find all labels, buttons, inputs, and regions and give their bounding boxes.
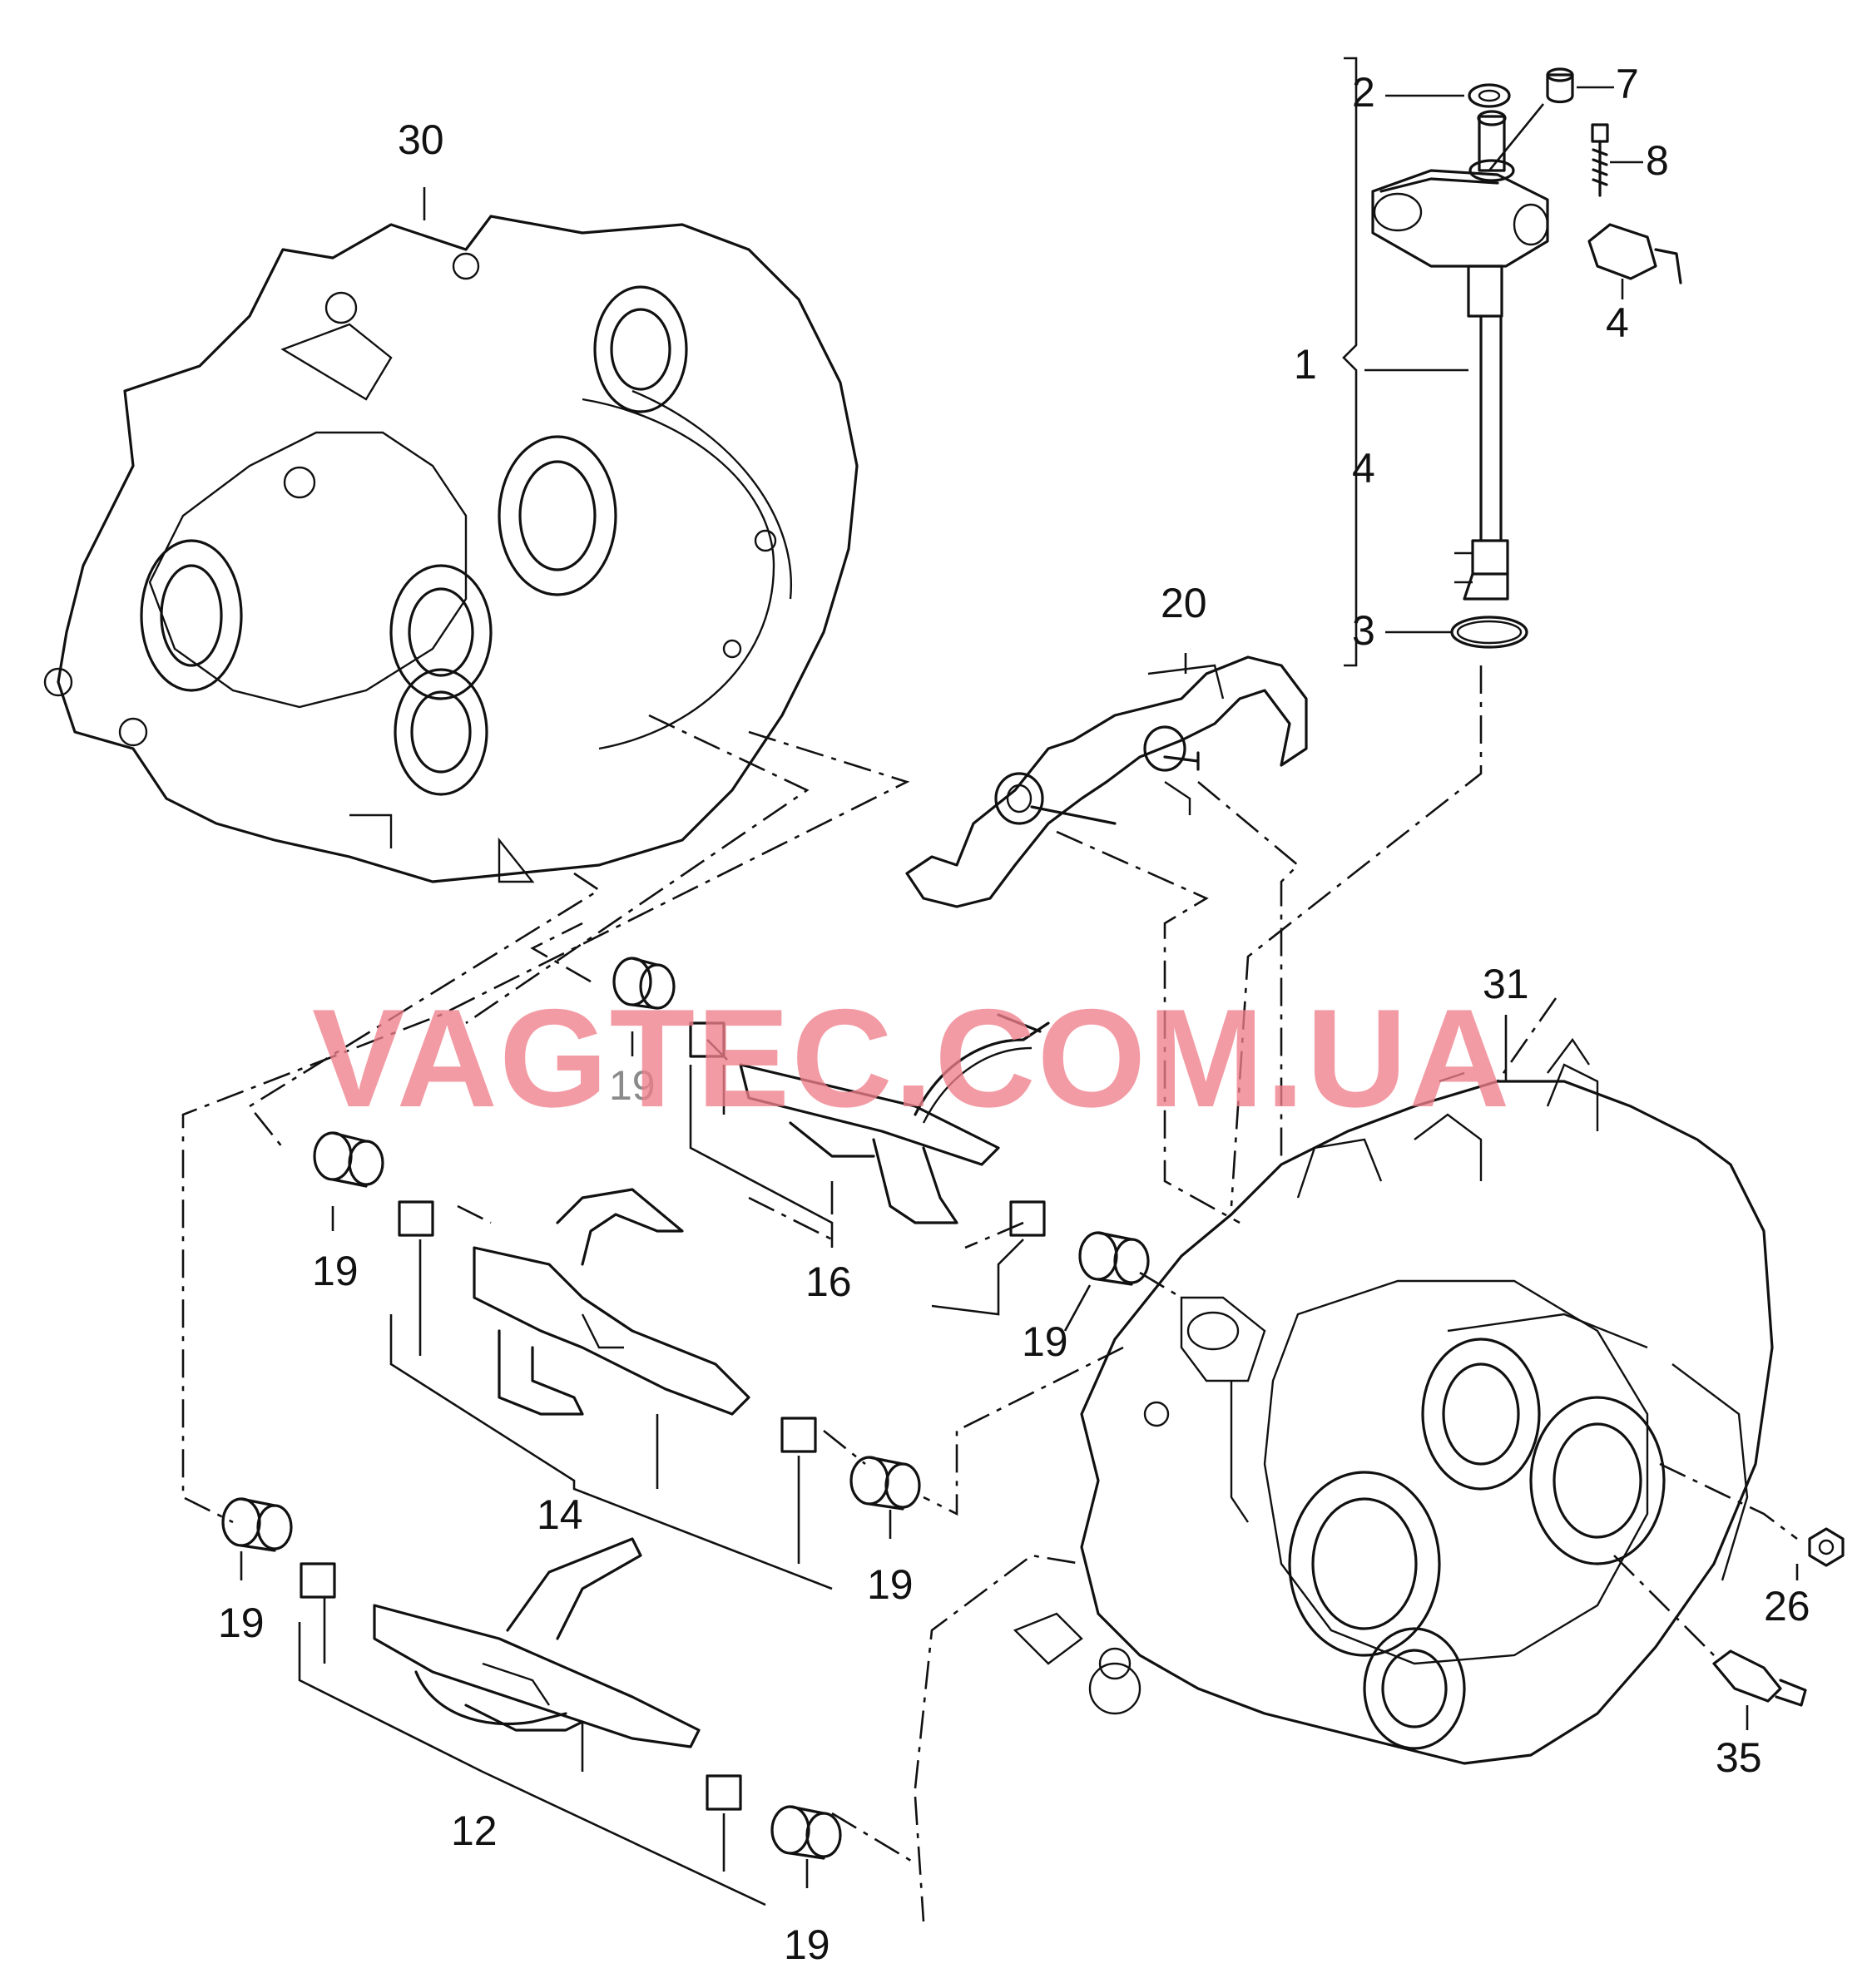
- callout-8: 8: [1646, 137, 1669, 184]
- shift-lever-20: [905, 655, 1308, 908]
- callout-19f: 19: [784, 1921, 830, 1968]
- callout-30: 30: [398, 116, 444, 163]
- clip: [780, 1417, 817, 1453]
- callout-19e: 19: [218, 1600, 265, 1646]
- callout-1: 1: [1294, 341, 1317, 388]
- gearbox-housing-31: [1013, 1037, 1774, 1765]
- bolt-8: [1591, 123, 1609, 197]
- shift-rod-14: [473, 1188, 750, 1416]
- callout-26: 26: [1764, 1583, 1810, 1629]
- bush-19: [313, 1131, 384, 1188]
- callout-labels: 30 2 7 8 4 1 4 3 20 31 19 19 16 19 14 19…: [218, 61, 1810, 1968]
- cap-7: [1546, 67, 1574, 104]
- callout-16: 16: [805, 1259, 852, 1305]
- shift-rod-12: [373, 1537, 701, 1748]
- gearbox-housing-30: [43, 215, 859, 883]
- callout-19c: 19: [1022, 1318, 1068, 1365]
- bush-19: [770, 1805, 842, 1860]
- leader-lines: [240, 57, 1799, 1906]
- callout-12: 12: [451, 1807, 498, 1854]
- bush-19: [612, 957, 676, 1010]
- bush-19: [849, 1456, 921, 1511]
- callout-20: 20: [1161, 580, 1207, 626]
- clip: [300, 1562, 336, 1599]
- callout-19d: 19: [867, 1561, 914, 1608]
- bush-19: [1078, 1231, 1150, 1286]
- seal-ring-2: [1468, 83, 1511, 108]
- clip: [398, 1200, 434, 1237]
- nut-26: [1808, 1527, 1845, 1567]
- o-ring-3: [1450, 616, 1528, 649]
- selector-shaft-1: [1371, 110, 1549, 601]
- shift-rod-16: [739, 1013, 1050, 1224]
- callout-3: 3: [1352, 607, 1375, 654]
- switch-4: [1587, 223, 1682, 284]
- bush-19: [221, 1497, 293, 1552]
- watermark-text: VAGTEC.COM.UA: [312, 980, 1512, 1136]
- callout-4a: 4: [1606, 299, 1629, 346]
- callout-35: 35: [1716, 1734, 1762, 1781]
- clip: [1009, 1200, 1046, 1237]
- callout-31: 31: [1483, 961, 1529, 1007]
- callout-4b: 4: [1352, 445, 1375, 492]
- callout-19a: 19: [609, 1062, 656, 1109]
- assembly-lines: [181, 665, 1798, 1922]
- clip: [689, 1021, 726, 1058]
- sensor-35: [1712, 1649, 1807, 1707]
- callout-7: 7: [1616, 61, 1639, 107]
- callout-19b: 19: [312, 1248, 359, 1294]
- clip: [706, 1774, 742, 1811]
- callout-14: 14: [537, 1491, 583, 1538]
- callout-2: 2: [1352, 69, 1375, 116]
